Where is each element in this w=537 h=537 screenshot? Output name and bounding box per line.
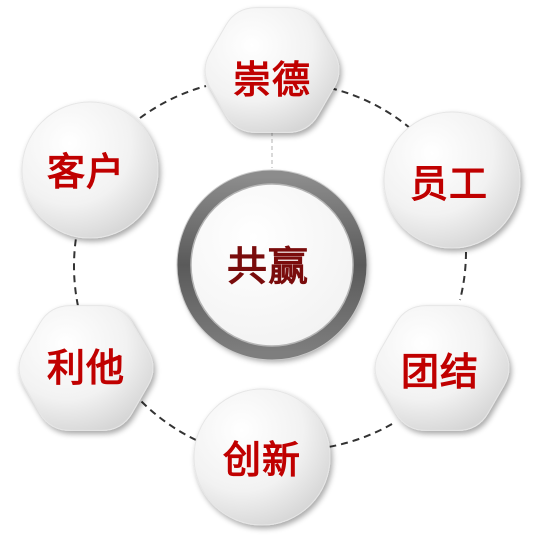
connector-arcs xyxy=(73,85,467,449)
center-ring xyxy=(176,169,368,361)
node-label-lita: 利他 xyxy=(46,346,126,390)
connector-arc-3 xyxy=(321,423,393,449)
center-label: 共赢 xyxy=(227,244,309,290)
node-chongde-shape xyxy=(204,7,340,133)
node-chuangxin-shape xyxy=(193,388,331,526)
connector-arc-4 xyxy=(139,399,197,441)
node-shapes xyxy=(18,7,521,526)
node-kehu-shape xyxy=(21,101,159,239)
node-label-tuanjie: 团结 xyxy=(400,350,480,394)
node-tuanjie-shape xyxy=(374,305,510,431)
connector-arc-5 xyxy=(73,237,79,307)
node-label-yuangong: 员工 xyxy=(409,162,489,206)
node-lita-shape xyxy=(18,305,154,431)
connector-arc-6 xyxy=(139,85,207,119)
node-label-chuangxin: 创新 xyxy=(222,438,302,482)
node-yuangong-shape xyxy=(383,111,521,249)
node-label-chongde: 崇德 xyxy=(232,58,312,102)
connector-arc-1 xyxy=(329,87,411,129)
node-label-kehu: 客户 xyxy=(46,150,126,194)
connector-arc-2 xyxy=(459,251,467,301)
